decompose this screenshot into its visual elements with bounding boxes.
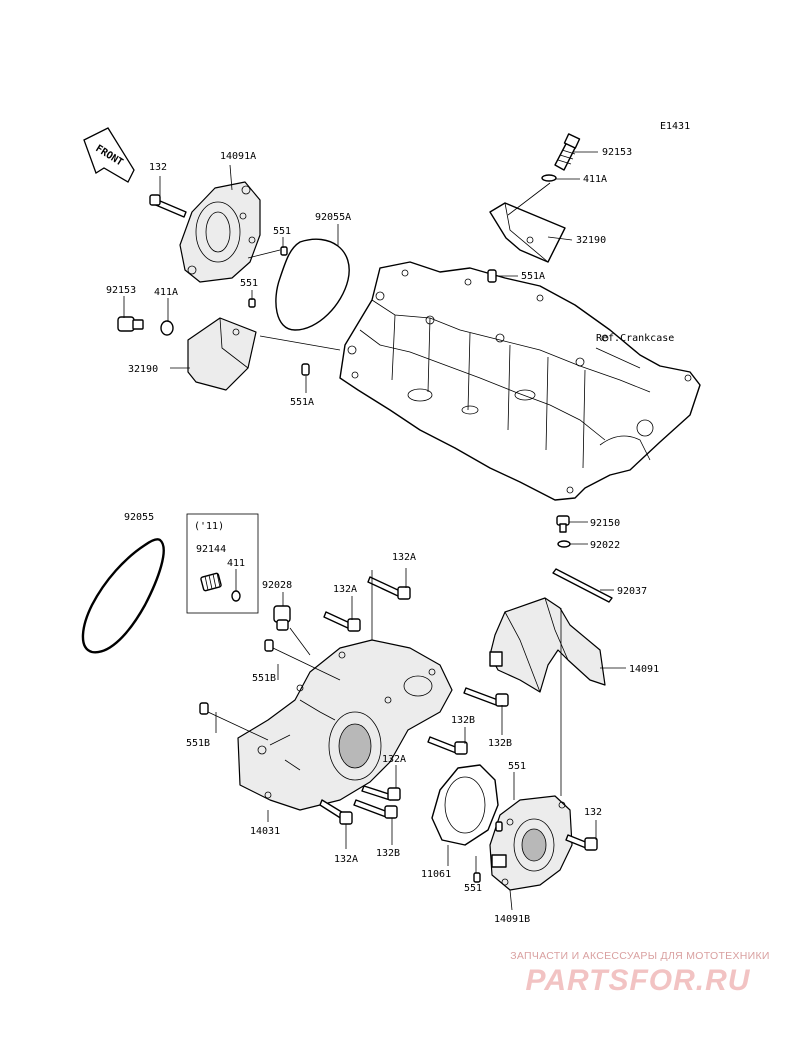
dowel-551B-1 [264, 639, 274, 652]
label-411: 411 [227, 558, 245, 569]
bolt-132A-2 [323, 611, 361, 632]
label-11061: 11061 [421, 869, 451, 880]
label-411A-top: 411A [583, 174, 607, 185]
bolt-132A-1 [367, 576, 411, 600]
label-132B-1: 132B [451, 715, 475, 726]
label-92055A: 92055A [315, 212, 351, 223]
oring-92055A [275, 238, 350, 331]
washer-411A-left [160, 320, 174, 336]
ref-crankcase-label: Ref.Crankcase [596, 333, 674, 344]
dowel-551-d [473, 872, 481, 883]
bolt-132-top-left [149, 194, 187, 218]
label-132B-3: 132B [376, 848, 400, 859]
bolt-132A-4 [319, 799, 353, 825]
crankcase-reference [339, 261, 701, 501]
dowel-551A-top [487, 269, 497, 283]
bolt-132B-1 [463, 687, 509, 707]
dowel-551-c [495, 821, 503, 832]
label-132-right: 132 [584, 807, 602, 818]
leader-lines-lower [207, 521, 626, 911]
watermark-logo: PARTSFOR.RU [525, 964, 751, 997]
label-132A-2: 132A [333, 584, 357, 595]
label-92037: 92037 [617, 586, 647, 597]
dowel-551B-2 [199, 702, 209, 715]
label-92153-top: 92153 [602, 147, 632, 158]
oring-92055 [81, 538, 165, 654]
leader-lines-upper [123, 151, 641, 393]
variant-inset-box [186, 513, 259, 614]
plug-92028 [273, 605, 291, 631]
bolt-132B-2 [427, 736, 468, 755]
bolt-92153-left [117, 316, 144, 332]
bolt-92150 [556, 515, 570, 533]
label-551A-left: 551A [290, 397, 314, 408]
label-14031: 14031 [250, 826, 280, 837]
label-32190-top: 32190 [576, 235, 606, 246]
label-132A-4: 132A [334, 854, 358, 865]
bracket-32190-left [187, 317, 257, 391]
label-551-b: 551 [240, 278, 258, 289]
label-132B-2: 132B [488, 738, 512, 749]
label-14091B: 14091B [494, 914, 530, 925]
label-92144: 92144 [196, 544, 226, 555]
label-14091: 14091 [629, 664, 659, 675]
bolt-132A-3 [361, 785, 401, 801]
washer-411 [231, 590, 241, 602]
label-32190-left: 32190 [128, 364, 158, 375]
label-551B-2: 551B [186, 738, 210, 749]
washer-411A-top [541, 174, 557, 182]
label-551-c: 551 [508, 761, 526, 772]
cover-14091 [489, 597, 606, 693]
cover-14091B [489, 795, 573, 891]
label-551-d: 551 [464, 883, 482, 894]
gasket-11061 [431, 764, 499, 846]
bolt-132-right [565, 834, 598, 851]
label-551B-1: 551B [252, 673, 276, 684]
bolt-132B-3 [353, 799, 398, 819]
label-132-top-left: 132 [149, 162, 167, 173]
label-92153-left: 92153 [106, 285, 136, 296]
label-411A-left: 411A [154, 287, 178, 298]
label-92028: 92028 [262, 580, 292, 591]
label-551A-top: 551A [521, 271, 545, 282]
dowel-551-a [280, 246, 288, 256]
label-132A-3: 132A [382, 754, 406, 765]
watermark-tagline: ЗАПЧАСТИ И АКСЕССУАРЫ ДЛЯ МОТОТЕХНИКИ [510, 950, 770, 962]
label-132A-1: 132A [392, 552, 416, 563]
label-92022: 92022 [590, 540, 620, 551]
case-cover-14031 [237, 639, 453, 811]
dowel-551A-left [301, 363, 310, 376]
label-551-a: 551 [273, 226, 291, 237]
dowel-551-b [248, 298, 256, 308]
label-92055: 92055 [124, 512, 154, 523]
bolt-92153-top [554, 133, 581, 171]
front-arrow-icon: FRONT [83, 127, 135, 183]
diagram-code: E1431 [660, 121, 690, 132]
variant-label: ('11) [194, 521, 224, 532]
label-92150: 92150 [590, 518, 620, 529]
bracket-32190-top [489, 202, 566, 263]
spring-92144 [200, 572, 222, 592]
cover-14091A [179, 181, 261, 283]
band-92037 [552, 568, 613, 603]
label-14091A: 14091A [220, 151, 256, 162]
washer-92022 [557, 540, 571, 548]
